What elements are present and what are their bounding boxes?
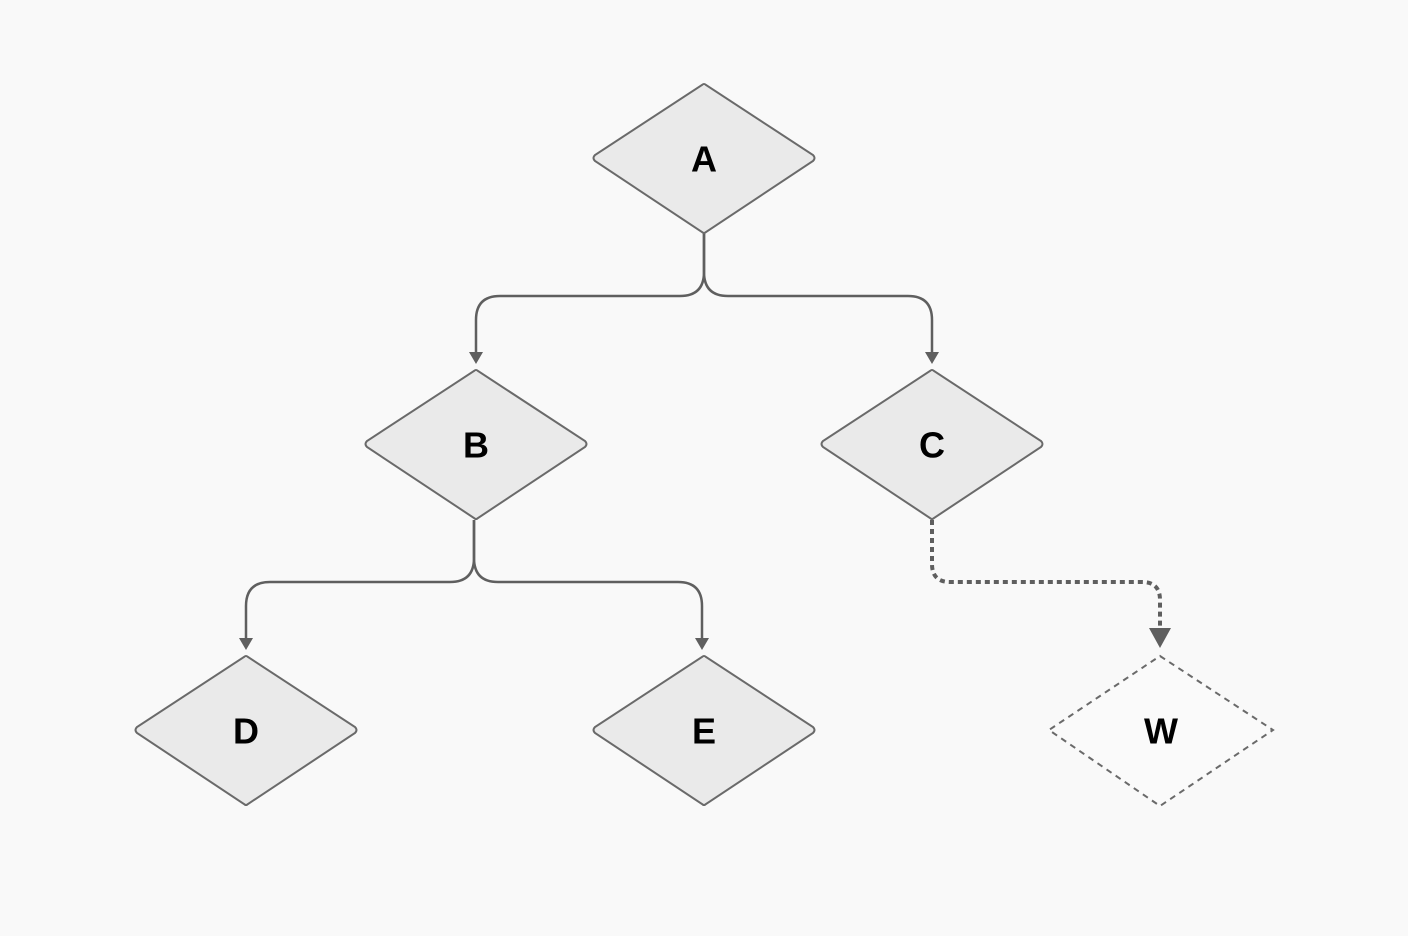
edges bbox=[239, 234, 1171, 650]
node-label: D bbox=[233, 711, 259, 752]
node-label: C bbox=[919, 425, 945, 466]
edge-c-to-w bbox=[930, 520, 1162, 628]
edge-b-to-e bbox=[472, 520, 704, 638]
arrowhead-d bbox=[239, 638, 253, 650]
diamond-shape bbox=[364, 369, 588, 520]
arrowhead-b bbox=[469, 352, 483, 364]
diamond-shape-dashed bbox=[1047, 654, 1275, 808]
edge-b-to-d bbox=[244, 520, 476, 638]
arrowhead-c bbox=[925, 352, 939, 364]
node-e[interactable]: E bbox=[592, 655, 816, 806]
node-a[interactable]: A bbox=[592, 83, 816, 234]
edge-a-to-c bbox=[702, 234, 934, 352]
node-label: E bbox=[692, 711, 716, 752]
node-label: W bbox=[1144, 711, 1178, 752]
diamond-shape bbox=[134, 655, 358, 806]
arrowhead-w bbox=[1149, 628, 1171, 648]
diamond-shape bbox=[820, 369, 1044, 520]
arrowhead-e bbox=[695, 638, 709, 650]
node-d[interactable]: D bbox=[134, 655, 358, 806]
diamond-shape bbox=[592, 83, 816, 234]
node-label: B bbox=[463, 425, 489, 466]
node-b[interactable]: B bbox=[364, 369, 588, 520]
node-c[interactable]: C bbox=[820, 369, 1044, 520]
diamond-shape bbox=[592, 655, 816, 806]
node-label: A bbox=[691, 139, 717, 180]
node-w[interactable]: W bbox=[1047, 654, 1275, 808]
edge-a-to-b bbox=[474, 234, 706, 352]
